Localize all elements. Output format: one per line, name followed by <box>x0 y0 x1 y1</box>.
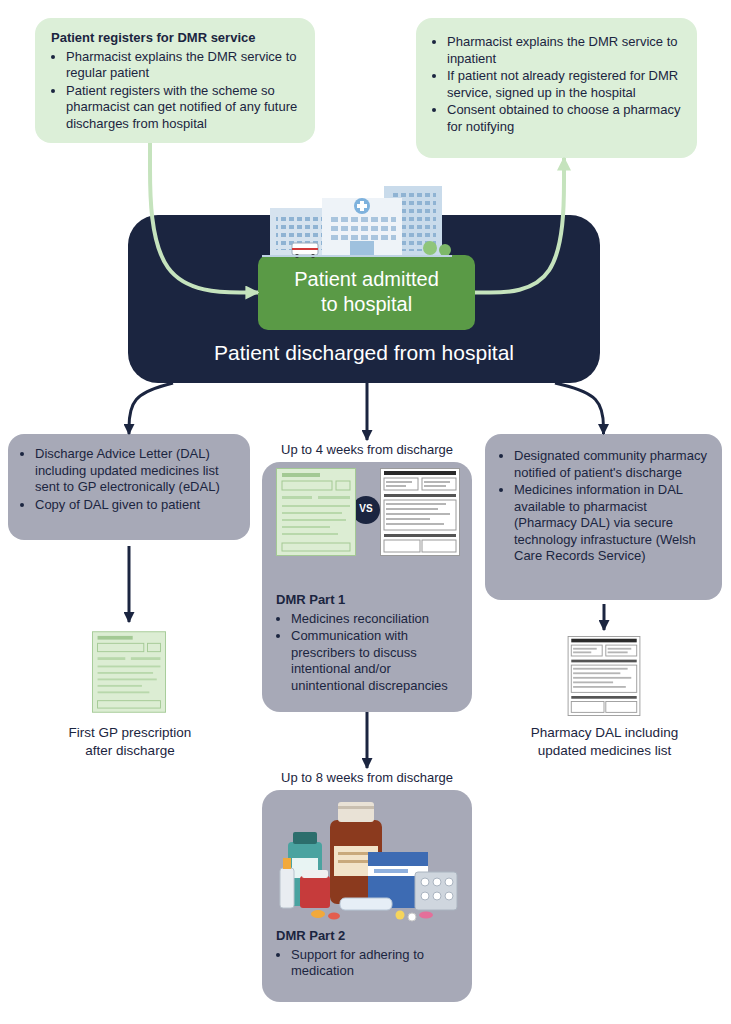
medicines-illustration <box>445 878 453 886</box>
medicines-illustration <box>338 802 374 822</box>
medicines-illustration <box>311 910 325 918</box>
time-label: Up to 8 weeks from discharge <box>262 768 472 788</box>
medicines-illustration <box>280 868 294 908</box>
hospital-illustration <box>262 186 452 258</box>
hospital-illustration <box>292 243 318 255</box>
box-heading: DMR Part 2 <box>276 928 460 945</box>
vs-circle: VS <box>352 496 380 524</box>
bullet-item: Communication with prescribers to discus… <box>291 628 460 694</box>
bullet-item: Discharge Advice Letter (DAL) including … <box>35 446 240 496</box>
medicines-illustration <box>338 860 374 863</box>
medicines-illustration <box>421 878 429 886</box>
discharge-letter-image <box>568 636 640 715</box>
medicines-illustration <box>330 820 382 904</box>
hospital-illustration <box>311 254 315 258</box>
hospital-illustration <box>276 214 322 250</box>
process-box: DMR Part 1 Medicines reconciliationCommun… <box>262 440 472 712</box>
hospital-illustration <box>328 216 396 240</box>
bullet-item: Support for adhering to medication <box>291 947 460 980</box>
prescription-image <box>92 632 165 712</box>
medicines-illustration <box>338 806 374 809</box>
medicines-illustration <box>302 870 328 878</box>
flow-arrow <box>366 383 369 440</box>
medicines-illustration <box>292 858 318 878</box>
flow-arrow <box>150 143 258 293</box>
time-label: Up to 4 weeks from discharge <box>262 440 472 460</box>
flow-arrow <box>475 158 564 293</box>
hospital-illustration <box>270 208 328 256</box>
bullet-item: Consent obtained to choose a pharmacy fo… <box>447 102 683 135</box>
flow-arrow <box>366 712 369 768</box>
hospital-illustration <box>360 201 364 211</box>
medicines-illustration <box>283 858 291 869</box>
medicines-illustration <box>368 852 428 908</box>
medicines-illustration <box>300 876 330 908</box>
medicines-illustration <box>280 802 457 921</box>
process-box: DMR Part 2 Support for adhering to medica… <box>262 768 472 1002</box>
medicines-illustration <box>368 866 428 876</box>
image-arrow <box>603 604 606 630</box>
medicines-illustration <box>419 912 433 919</box>
medicines-illustration <box>433 892 441 900</box>
hospital-illustration <box>292 248 318 250</box>
hospital-band: Patient discharged from hospital Patient … <box>128 215 600 383</box>
image-caption: Pharmacy DAL including updated medicines… <box>522 724 687 759</box>
image-arrow <box>129 546 604 630</box>
hospital-illustration <box>350 241 374 256</box>
medicines-illustration <box>340 898 392 910</box>
box-label: VS <box>359 503 372 516</box>
bullet-item: Pharmacist explains the DMR service to r… <box>66 49 299 82</box>
box-panel: DMR Part 2 Support for adhering to medica… <box>262 790 472 1002</box>
bullet-item: If patient not already registered for DM… <box>447 68 683 101</box>
box-heading: DMR Part 1 <box>276 592 460 609</box>
prescription-image <box>277 469 356 556</box>
hospital-illustration <box>262 255 452 257</box>
admission-box: Patient admitted to hospital <box>258 255 475 330</box>
medicines-illustration <box>374 869 408 873</box>
medicines-illustration <box>334 846 378 876</box>
medicines-illustration <box>445 892 453 900</box>
hospital-illustration <box>354 198 370 214</box>
hospital-illustration <box>357 204 367 208</box>
hospital-illustration <box>439 244 451 256</box>
process-box: Designated community pharmacy notified o… <box>485 434 722 600</box>
process-box: Discharge Advice Letter (DAL) including … <box>8 434 250 540</box>
info-box: Patient registers for DMR servicePharmac… <box>35 18 315 143</box>
bullet-item: Designated community pharmacy notified o… <box>514 448 712 481</box>
prescription-image <box>277 469 356 556</box>
medicines-illustration <box>408 913 416 921</box>
hospital-illustration <box>384 186 442 256</box>
bullet-item: Patient registers with the scheme so pha… <box>66 83 299 133</box>
bullet-item: Copy of DAL given to patient <box>35 497 240 514</box>
box-heading: Patient registers for DMR service <box>51 30 299 47</box>
flow-arrow <box>129 383 173 434</box>
medicines-illustration <box>293 832 317 844</box>
prescription-image <box>92 632 165 712</box>
medicines-illustration <box>421 892 429 900</box>
discharge-letter-image <box>381 469 460 556</box>
discharge-letter-image <box>381 469 460 556</box>
medicines-illustration <box>288 842 322 906</box>
bullet-item: Pharmacist explains the DMR service to i… <box>447 34 683 67</box>
image-arrow <box>128 546 131 622</box>
bullet-item: Medicines reconciliation <box>291 611 460 628</box>
image-caption: First GP prescription after discharge <box>55 724 205 759</box>
flow-arrow <box>555 383 604 434</box>
box-label: Patient discharged from hospital <box>138 340 590 367</box>
bullet-item: Medicines information in DAL available t… <box>514 482 712 565</box>
hospital-illustration <box>322 198 402 256</box>
medicines-illustration <box>338 852 368 855</box>
info-box: Pharmacist explains the DMR service to i… <box>416 18 697 158</box>
hospital-illustration <box>295 254 299 258</box>
medicines-illustration <box>433 878 441 886</box>
medicines-illustration <box>415 872 457 910</box>
medicines-illustration <box>328 913 340 920</box>
medicines-illustration <box>396 911 405 920</box>
box-label: Patient admitted to hospital <box>284 267 449 318</box>
discharge-letter-image <box>568 636 640 715</box>
hospital-illustration <box>390 193 436 251</box>
hospital-illustration <box>423 241 437 255</box>
